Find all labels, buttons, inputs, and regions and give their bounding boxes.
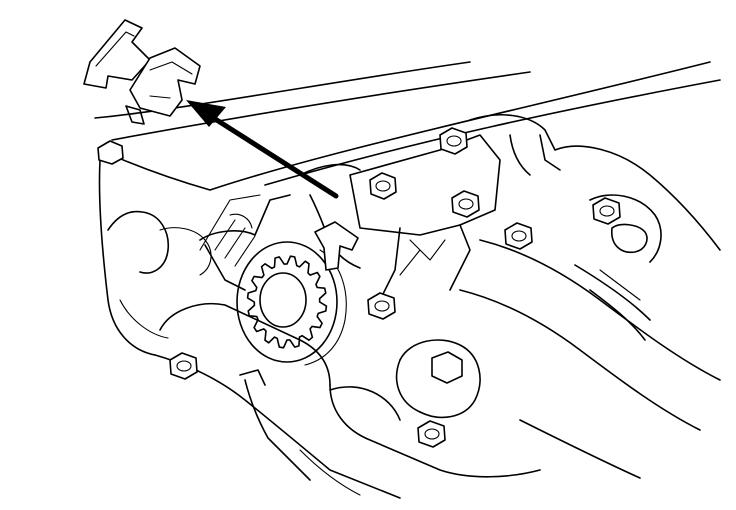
timing-belt (94, 61, 721, 191)
bolt-8 (417, 420, 446, 448)
bolt-9 (97, 140, 124, 165)
cylinder-head-housing (469, 114, 721, 341)
bolt-7 (169, 352, 198, 380)
removal-arrow-icon (186, 100, 339, 199)
mounting-bracket (349, 134, 501, 301)
bolt-3 (451, 190, 480, 218)
bolt-1 (369, 172, 397, 200)
bolt-6 (367, 292, 396, 320)
bolt-5 (592, 197, 621, 225)
lower-case (239, 369, 361, 496)
bolt-4 (504, 222, 533, 250)
sprocket-teeth (246, 255, 328, 349)
tensioner-clip (314, 221, 359, 271)
crankshaft-pulley-boss (329, 339, 481, 421)
bolt-group (97, 127, 621, 448)
timing-belt-tensioner-lock-tool-icon (83, 19, 201, 125)
bolt-2 (439, 127, 468, 155)
engine-block (98, 159, 721, 499)
